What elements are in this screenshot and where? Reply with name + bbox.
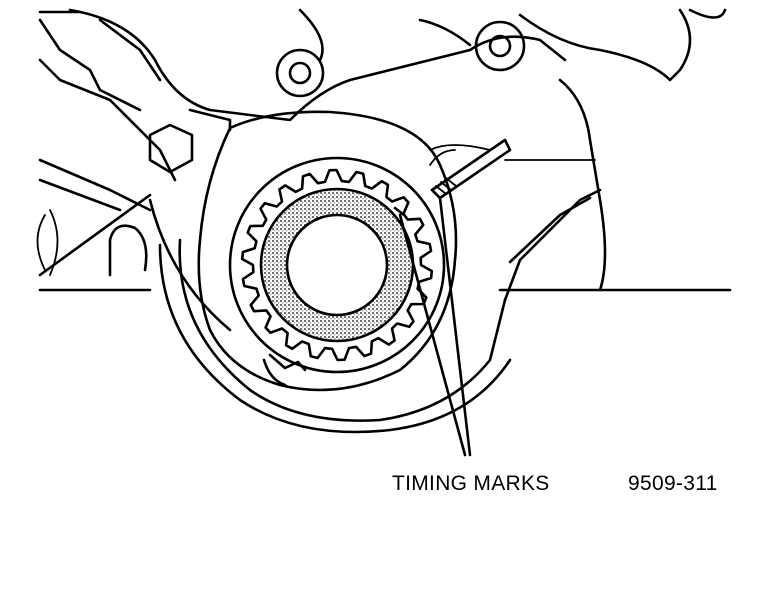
hex-bolt	[148, 123, 194, 174]
timing-marks-leader-lines	[398, 196, 472, 457]
figure-number: 9509-311	[628, 472, 718, 495]
sprocket-timing-mark	[393, 206, 406, 217]
timing-cover-flange	[158, 110, 602, 434]
bolt-boss-upper-left	[275, 48, 325, 98]
cover-timing-pointer	[430, 138, 512, 200]
timing-marks-label: TIMING MARKS	[392, 472, 550, 495]
bolt-boss-upper-right	[474, 20, 526, 72]
engine-block	[36, 8, 732, 332]
crankshaft-sprocket	[228, 156, 446, 374]
